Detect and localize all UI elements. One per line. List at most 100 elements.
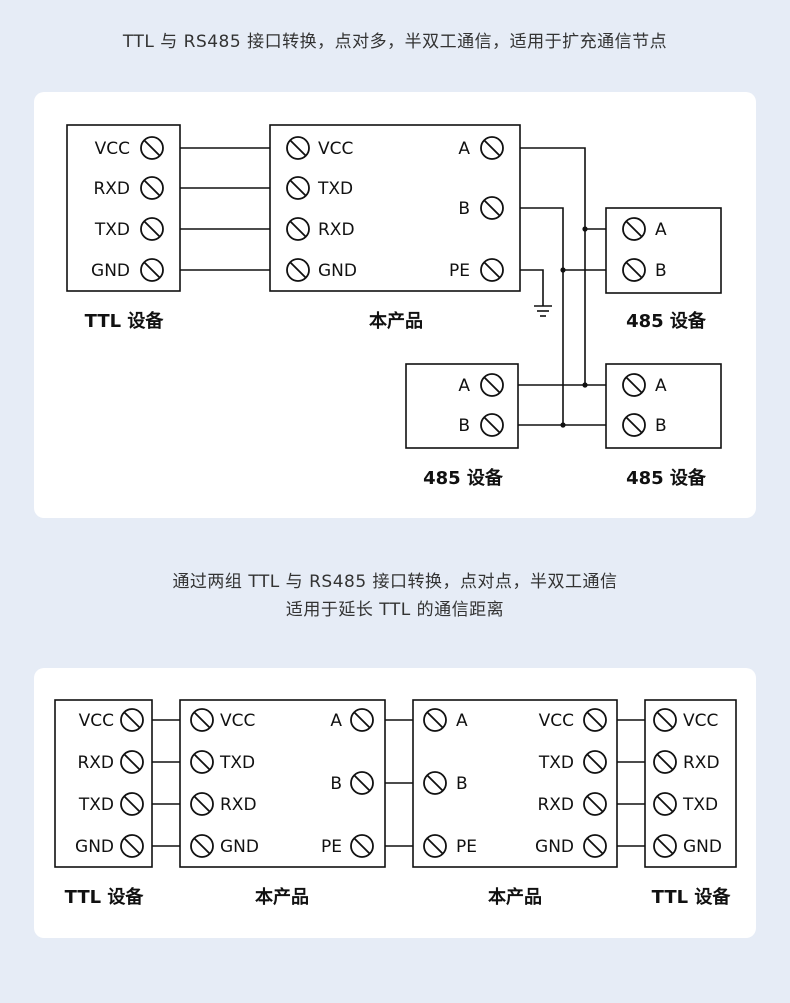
pin-label-pe: PE (449, 261, 470, 281)
screw-terminal-icon (583, 792, 607, 816)
screw-terminal-icon (120, 792, 144, 816)
pin-label-pe: PE (456, 837, 477, 857)
product-box: VCC TXD RXD GND A B PE (269, 124, 521, 292)
pin-label-b: B (655, 261, 667, 281)
screw-terminal-icon (140, 258, 164, 282)
pin-label-rxd: RXD (318, 220, 355, 240)
screw-terminal-icon (622, 413, 646, 437)
rs485-device-box: A B (605, 363, 722, 449)
screw-terminal-icon (653, 792, 677, 816)
rs485-device-box: A B (405, 363, 519, 449)
pin-label-a: A (458, 139, 470, 159)
pin-label-b: B (458, 199, 470, 219)
pin-label-rxd: RXD (93, 179, 130, 199)
rs485-device-box: A B (605, 207, 722, 294)
screw-terminal-icon (583, 708, 607, 732)
ttl-device-box: VCC RXD TXD GND (54, 699, 153, 868)
screw-terminal-icon (286, 258, 310, 282)
junction-dots (560, 226, 588, 428)
pin-label-gnd: GND (318, 261, 357, 281)
pin-label-txd: TXD (78, 795, 114, 815)
pin-label-b: B (456, 774, 468, 794)
pin-label-txd: TXD (538, 753, 574, 773)
screw-terminal-icon (622, 373, 646, 397)
pin-label-gnd: GND (75, 837, 114, 857)
diagram-panel-point-to-point (34, 668, 756, 938)
screw-terminal-icon (350, 708, 374, 732)
pin-label-vcc: VCC (539, 711, 574, 731)
screw-terminal-icon (190, 792, 214, 816)
caption-multipoint: TTL 与 RS485 接口转换，点对多，半双工通信，适用于扩充通信节点 (122, 32, 668, 52)
pin-label-pe: PE (321, 837, 342, 857)
screw-terminal-icon (190, 834, 214, 858)
device-label-ttl: TTL 设备 (652, 886, 732, 908)
device-label-product: 本产品 (488, 886, 542, 908)
device-label-ttl: TTL 设备 (85, 310, 165, 332)
pin-label-gnd: GND (91, 261, 130, 281)
pin-label-a: A (655, 376, 667, 396)
screw-terminal-icon (480, 373, 504, 397)
screw-terminal-icon (423, 834, 447, 858)
pin-label-txd: TXD (94, 220, 130, 240)
pin-label-a: A (458, 376, 470, 396)
pin-label-gnd: GND (535, 837, 574, 857)
screw-terminal-icon (622, 217, 646, 241)
screw-terminal-icon (583, 750, 607, 774)
device-label-485: 485 设备 (423, 467, 504, 489)
pin-label-a: A (655, 220, 667, 240)
caption-point-to-point-line1: 通过两组 TTL 与 RS485 接口转换，点对点，半双工通信 (172, 572, 618, 592)
pin-label-rxd: RXD (77, 753, 114, 773)
screw-terminal-icon (480, 258, 504, 282)
screw-terminal-icon (350, 771, 374, 795)
screw-terminal-icon (423, 708, 447, 732)
screw-terminal-icon (423, 771, 447, 795)
screw-terminal-icon (190, 750, 214, 774)
screw-terminal-icon (120, 708, 144, 732)
pin-label-rxd: RXD (220, 795, 257, 815)
screw-terminal-icon (286, 217, 310, 241)
pin-label-gnd: GND (683, 837, 722, 857)
screw-terminal-icon (622, 258, 646, 282)
pin-label-txd: TXD (682, 795, 718, 815)
wires-multipoint (180, 147, 606, 426)
screw-terminal-icon (350, 834, 374, 858)
product-box: VCC TXD RXD GND A B PE (179, 699, 386, 868)
screw-terminal-icon (480, 196, 504, 220)
screw-terminal-icon (480, 413, 504, 437)
screw-terminal-icon (190, 708, 214, 732)
wires-point-to-point (152, 719, 645, 847)
ttl-device-box: VCC RXD TXD GND (644, 699, 737, 868)
pin-label-vcc: VCC (683, 711, 718, 731)
pin-label-rxd: RXD (537, 795, 574, 815)
pin-label-b: B (330, 774, 342, 794)
screw-terminal-icon (140, 176, 164, 200)
screw-terminal-icon (480, 136, 504, 160)
pin-label-txd: TXD (317, 179, 353, 199)
screw-terminal-icon (583, 834, 607, 858)
pin-label-a: A (330, 711, 342, 731)
pin-label-gnd: GND (220, 837, 259, 857)
screw-terminal-icon (286, 136, 310, 160)
pin-label-vcc: VCC (79, 711, 114, 731)
pin-label-rxd: RXD (683, 753, 720, 773)
screw-terminal-icon (140, 217, 164, 241)
device-label-485: 485 设备 (626, 310, 707, 332)
product-box: A B PE VCC TXD RXD GND (412, 699, 618, 868)
screw-terminal-icon (286, 176, 310, 200)
pin-label-txd: TXD (219, 753, 255, 773)
device-label-ttl: TTL 设备 (65, 886, 145, 908)
ttl-device-box: VCC RXD TXD GND (66, 124, 181, 292)
pin-label-b: B (458, 416, 470, 436)
device-label-485: 485 设备 (626, 467, 707, 489)
screw-terminal-icon (653, 750, 677, 774)
screw-terminal-icon (140, 136, 164, 160)
pin-label-a: A (456, 711, 468, 731)
device-label-product: 本产品 (255, 886, 309, 908)
pin-label-vcc: VCC (220, 711, 255, 731)
pin-label-b: B (655, 416, 667, 436)
screw-terminal-icon (120, 834, 144, 858)
pin-label-vcc: VCC (95, 139, 130, 159)
screw-terminal-icon (653, 708, 677, 732)
caption-point-to-point-line2: 适用于延长 TTL 的通信距离 (285, 600, 505, 620)
